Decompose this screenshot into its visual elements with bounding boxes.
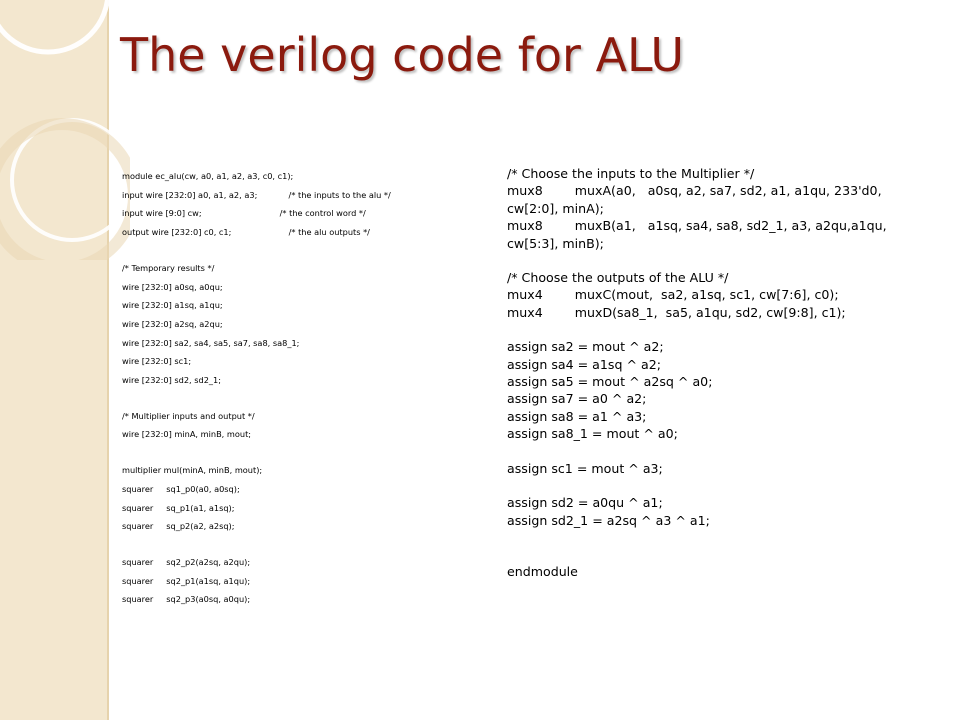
left-code-line: squarer sq2_p3(a0sq, a0qu); [122, 594, 251, 605]
decorative-circles [0, 0, 130, 260]
right-code-line: mux4 muxD(sa8_1, sa5, a1qu, sd2, cw[9:8]… [507, 304, 846, 320]
slide-title: The verilog code for ALU [120, 28, 685, 82]
right-code-line [507, 546, 887, 563]
side-band-edge [107, 0, 109, 720]
right-code-line: assign sa7 = a0 ^ a2; [507, 391, 647, 407]
left-code-line [122, 444, 391, 461]
left-code-line: wire [232:0] sa2, sa4, sa5, sa7, sa8, sa… [122, 337, 300, 348]
right-code-line: mux8 muxA(a0, a0sq, a2, sa7, sd2, a1, a1… [507, 183, 882, 199]
left-code-line: wire [232:0] a2sq, a2qu; [122, 318, 223, 329]
left-code-line: multiplier mul(minA, minB, mout); [122, 465, 263, 476]
left-code-line: input wire [9:0] cw; /* the control word… [122, 208, 366, 219]
right-code-line: cw[5:3], minB); [507, 235, 604, 251]
left-code-line: wire [232:0] minA, minB, mout; [122, 429, 252, 440]
left-code-line: squarer sq1_p0(a0, a0sq); [122, 483, 240, 494]
left-code-line: module ec_alu(cw, a0, a1, a2, a3, c0, c1… [122, 171, 294, 181]
right-code-line: assign sc1 = mout ^ a3; [507, 460, 663, 476]
left-code-line: wire [232:0] sd2, sd2_1; [122, 375, 221, 386]
left-code-line: squarer sq_p1(a1, a1sq); [122, 502, 235, 513]
right-code-line [507, 321, 887, 338]
left-code-block: module ec_alu(cw, a0, a1, a2, a3, c0, c1… [122, 167, 391, 609]
right-code-line: assign sd2_1 = a2sq ^ a3 ^ a1; [507, 512, 710, 528]
left-code-line [122, 536, 391, 553]
right-code-line: endmodule [507, 563, 578, 579]
right-code-line: mux4 muxC(mout, sa2, a1sq, sc1, cw[7:6],… [507, 287, 839, 303]
right-code-line: cw[2:0], minA); [507, 200, 604, 216]
left-code-line: /* Temporary results */ [122, 262, 215, 273]
right-code-line: /* Choose the outputs of the ALU */ [507, 270, 729, 286]
left-code-line: squarer sq2_p2(a2sq, a2qu); [122, 556, 251, 567]
left-code-line [122, 242, 391, 259]
right-code-line: assign sa5 = mout ^ a2sq ^ a0; [507, 374, 713, 390]
right-code-line: /* Choose the inputs to the Multiplier *… [507, 166, 755, 181]
left-code-line: output wire [232:0] c0, c1; /* the alu o… [122, 227, 370, 238]
left-code-line: squarer sq2_p1(a1sq, a1qu); [122, 575, 251, 586]
right-code-line: assign sa4 = a1sq ^ a2; [507, 356, 661, 372]
middle-circle-shadow [0, 118, 130, 260]
left-code-line: wire [232:0] a1sq, a1qu; [122, 300, 223, 311]
left-code-line: wire [232:0] a0sq, a0qu; [122, 281, 223, 292]
left-code-line [122, 390, 391, 407]
right-code-line: assign sa8 = a1 ^ a3; [507, 408, 647, 424]
left-code-line: wire [232:0] sc1; [122, 356, 192, 367]
right-code-line [507, 477, 887, 494]
left-code-line: squarer sq_p2(a2, a2sq); [122, 521, 235, 532]
left-code-line: input wire [232:0] a0, a1, a2, a3; /* th… [122, 189, 391, 200]
right-code-line [507, 529, 887, 546]
right-code-line [507, 252, 887, 269]
right-code-line: mux8 muxB(a1, a1sq, sa4, sa8, sd2_1, a3,… [507, 218, 887, 234]
left-code-line: /* Multiplier inputs and output */ [122, 410, 255, 421]
right-code-line: assign sa8_1 = mout ^ a0; [507, 426, 678, 442]
top-circle-ring [0, 0, 110, 55]
right-code-line: assign sa2 = mout ^ a2; [507, 339, 664, 355]
right-code-line [507, 443, 887, 460]
right-code-line: assign sd2 = a0qu ^ a1; [507, 495, 663, 511]
right-code-block: /* Choose the inputs to the Multiplier *… [507, 165, 887, 580]
